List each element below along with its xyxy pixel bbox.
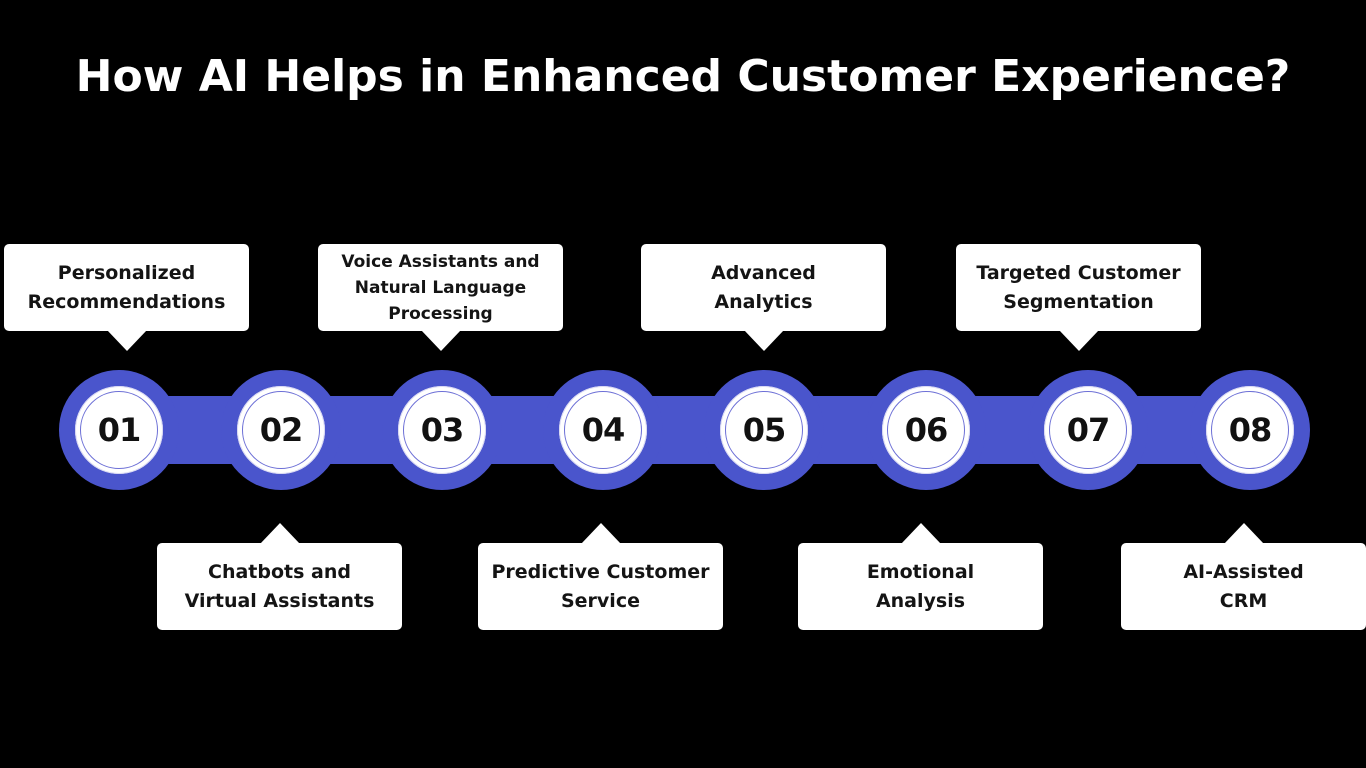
step-callout-08: AI-Assisted CRM <box>1121 523 1366 630</box>
step-label: AI-Assisted CRM <box>1183 560 1304 612</box>
step-node-01: 01 <box>75 386 163 474</box>
step-number: 05 <box>725 391 803 469</box>
step-number: 04 <box>564 391 642 469</box>
step-node-07: 07 <box>1044 386 1132 474</box>
step-number: 01 <box>80 391 158 469</box>
step-label: Predictive Customer Service <box>491 560 710 612</box>
step-callout-05: Advanced Analytics <box>641 244 886 351</box>
step-label: Chatbots and Virtual Assistants <box>184 560 375 612</box>
step-number: 06 <box>887 391 965 469</box>
step-number: 03 <box>403 391 481 469</box>
step-number: 08 <box>1211 391 1289 469</box>
step-number: 02 <box>242 391 320 469</box>
step-label: Voice Assistants and Natural Language Pr… <box>341 251 540 324</box>
step-label: Personalized Recommendations <box>27 261 226 313</box>
step-node-02: 02 <box>237 386 325 474</box>
step-node-05: 05 <box>720 386 808 474</box>
step-label: Advanced Analytics <box>711 261 816 313</box>
step-node-06: 06 <box>882 386 970 474</box>
step-number: 07 <box>1049 391 1127 469</box>
step-label: Emotional Analysis <box>866 560 975 612</box>
step-callout-02: Chatbots and Virtual Assistants <box>157 523 402 630</box>
step-callout-04: Predictive Customer Service <box>478 523 723 630</box>
step-callout-03: Voice Assistants and Natural Language Pr… <box>318 244 563 351</box>
step-node-08: 08 <box>1206 386 1294 474</box>
step-callout-06: Emotional Analysis <box>798 523 1043 630</box>
step-callout-07: Targeted Customer Segmentation <box>956 244 1201 351</box>
step-label: Targeted Customer Segmentation <box>976 261 1181 313</box>
step-node-04: 04 <box>559 386 647 474</box>
step-callout-01: Personalized Recommendations <box>4 244 249 351</box>
step-node-03: 03 <box>398 386 486 474</box>
page-title: How AI Helps in Enhanced Customer Experi… <box>75 51 1291 102</box>
